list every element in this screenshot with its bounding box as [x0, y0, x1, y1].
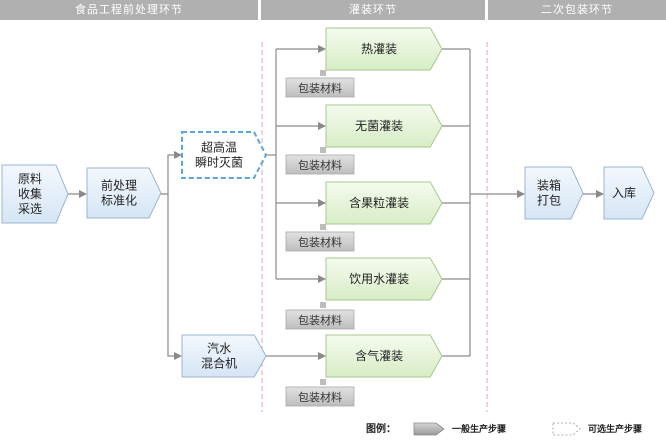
node-label: 收集 — [18, 186, 42, 201]
node-shape — [524, 166, 584, 220]
node-water-filling: 饮用水灌装 — [325, 257, 443, 301]
connectors — [68, 45, 604, 360]
node-hot-filling: 热灌装 — [325, 27, 443, 71]
node-shape — [86, 167, 162, 219]
node-label: 热灌装 — [361, 42, 397, 56]
process-nodes: 原料收集采选前处理标准化超高温瞬时灭菌汽水混合机热灌装无菌灌装含果粒灌装饮用水灌… — [1, 27, 655, 378]
packaging-connector — [320, 70, 326, 76]
node-label: 汽水 — [207, 341, 231, 356]
node-aseptic-filling: 无菌灌装 — [325, 104, 443, 148]
node-label: 饮用水灌装 — [349, 272, 409, 286]
node-label: 标准化 — [101, 194, 137, 208]
node-shape — [325, 257, 443, 301]
node-label: 入库 — [612, 185, 636, 200]
section-header-secondary-packaging: 二次包装环节 — [488, 0, 666, 20]
packaging-material-label: 包装材料 — [298, 81, 342, 95]
node-shape — [325, 104, 443, 148]
node-shape — [325, 181, 443, 225]
node-label: 超高温 — [201, 140, 237, 155]
node-label: 瞬时灭菌 — [195, 156, 243, 170]
node-label: 含果粒灌装 — [349, 195, 409, 210]
packaging-material-shape — [285, 386, 355, 407]
packaging-material-label: 包装材料 — [298, 390, 342, 404]
packaging-connector — [320, 379, 326, 385]
node-shape — [1, 164, 69, 224]
packaging-material-shape — [285, 309, 355, 330]
node-shape — [603, 166, 655, 220]
node-label: 原料 — [18, 172, 42, 186]
node-warehousing: 入库 — [603, 166, 655, 220]
node-shape — [325, 334, 443, 378]
legend-title: 图例： — [366, 422, 396, 435]
node-label: 采选 — [18, 202, 42, 216]
packaging-material-box: 包装材料 — [285, 224, 355, 252]
node-shape — [181, 334, 267, 378]
packaging-material-label: 包装材料 — [298, 158, 342, 172]
legend-optional-label: 可选生产步骤 — [588, 423, 642, 435]
packaging-material-shape — [285, 77, 355, 98]
section-header-filling: 灌装环节 — [261, 0, 485, 20]
connector-line — [167, 194, 182, 360]
packaging-material-box: 包装材料 — [285, 302, 355, 330]
node-pulp-filling: 含果粒灌装 — [325, 181, 443, 225]
legend-general-label: 一般生产步骤 — [452, 423, 506, 435]
node-label: 含气灌装 — [355, 348, 403, 363]
packaging-connector — [320, 302, 326, 308]
packaging-connector — [320, 224, 326, 230]
packaging-material-shape — [285, 231, 355, 252]
packaging-material-shape — [285, 154, 355, 175]
node-shape — [325, 27, 443, 71]
node-label: 混合机 — [201, 356, 237, 371]
node-label: 无菌灌装 — [355, 119, 403, 133]
node-label: 打包 — [537, 194, 561, 208]
legend: 图例： 一般生产步骤 可选生产步骤 — [366, 422, 642, 436]
packaging-material-box: 包装材料 — [285, 70, 355, 98]
packaging-connector — [320, 147, 326, 153]
connector-line — [161, 151, 182, 195]
packaging-material-box: 包装材料 — [285, 147, 355, 175]
packaging-material-label: 包装材料 — [298, 235, 342, 249]
node-shape — [181, 131, 268, 179]
node-label: 装箱 — [537, 178, 561, 193]
section-header-preprocess: 食品工程前处理环节 — [0, 0, 258, 20]
legend-optional-swatch — [552, 422, 581, 436]
packaging-material-label: 包装材料 — [298, 313, 342, 327]
node-carbonated-filling: 含气灌装 — [325, 334, 443, 378]
node-label: 前处理 — [101, 178, 137, 193]
legend-general-swatch — [413, 422, 445, 436]
packaging-material-box: 包装材料 — [285, 379, 355, 407]
